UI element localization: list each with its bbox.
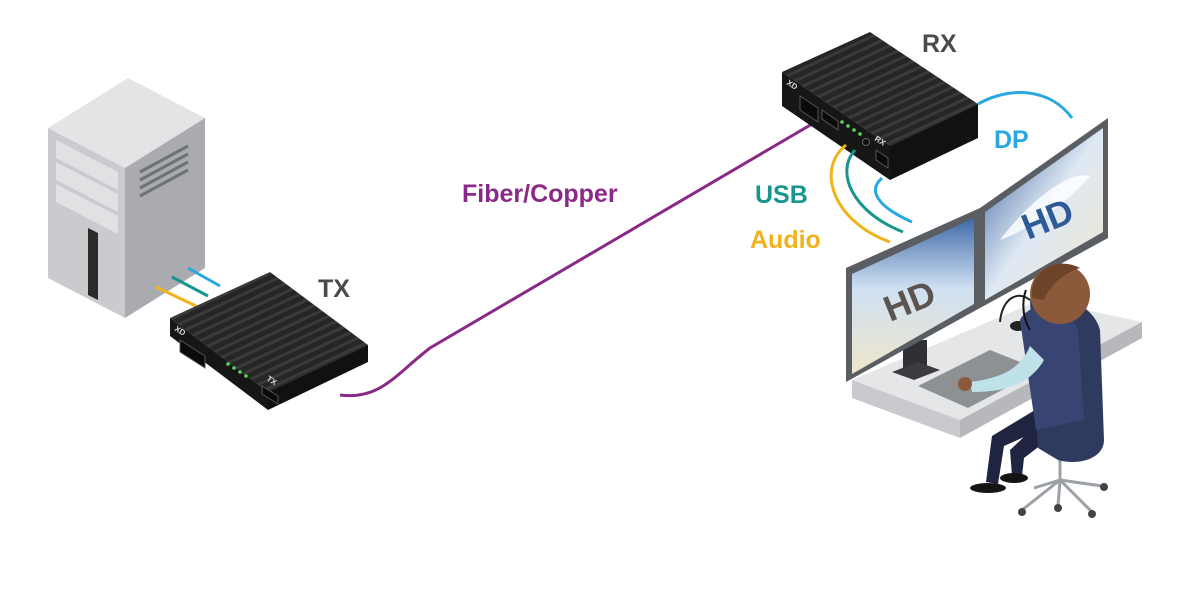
person [958,263,1104,493]
monitor-left: HD [846,208,980,382]
tx-device: XD TX [170,272,368,410]
rx-monitor-cables [829,91,1074,244]
dp-label: DP [994,126,1029,154]
pc-tower [48,78,205,318]
chair-wheels [1018,483,1108,518]
audio-label: Audio [750,226,821,254]
fiber-copper-label: Fiber/Copper [462,180,618,208]
monitor-right: HD [980,118,1108,308]
keyboard [918,350,1040,408]
usb-label: USB [755,181,808,209]
mouse-cable [999,294,1031,323]
fiber-copper-cable [339,122,813,398]
rx-device: XD RX [782,32,978,180]
tx-label: TX [318,275,350,303]
pc-tx-cables [155,266,221,308]
rx-label: RX [922,30,957,58]
